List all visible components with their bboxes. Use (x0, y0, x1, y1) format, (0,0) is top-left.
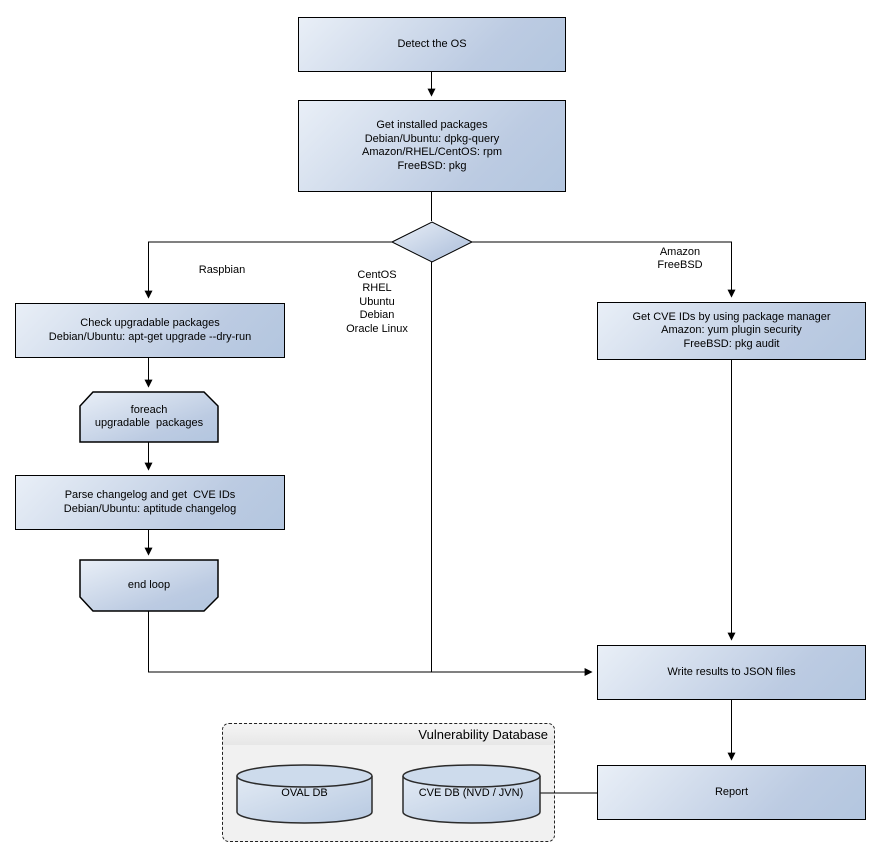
node-get-cve-ids: Get CVE IDs by using package manager Ama… (597, 302, 866, 360)
edge-decision-to-check (144, 241, 392, 299)
edge-endloop-to-write (148, 611, 593, 676)
node-report: Report (597, 765, 866, 820)
cve-db-cylinder (402, 764, 541, 824)
node-detect-os: Detect the OS (298, 17, 566, 72)
node-write-results-json: Write results to JSON files (597, 645, 866, 700)
node-parse-changelog: Parse changelog and get CVE IDs Debian/U… (15, 475, 285, 530)
edge-label-raspbian: Raspbian (198, 264, 246, 276)
foreach-loop-shape (79, 391, 219, 443)
edge-label-amazon-freebsd: Amazon FreeBSD (657, 246, 703, 272)
connectors (144, 72, 736, 794)
oval-db-cylinder (236, 764, 373, 824)
edge-label-centos-rhel-ubuntu-debian-oracle: CentOS RHEL Ubuntu Debian Oracle Linux (346, 269, 408, 335)
node-check-upgradable-packages: Check upgradable packages Debian/Ubuntu:… (15, 303, 285, 358)
os-decision-diamond (390, 221, 474, 263)
node-get-installed-packages: Get installed packages Debian/Ubuntu: dp… (298, 100, 566, 192)
edge-decision-to-getcve (472, 241, 736, 298)
group-title: Vulnerability Database (223, 724, 554, 745)
end-loop-shape (79, 559, 219, 612)
